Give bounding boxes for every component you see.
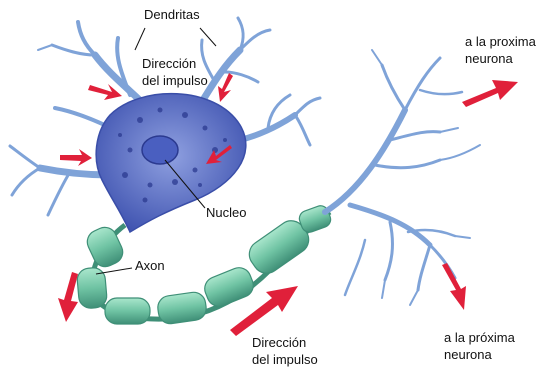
arrow-icon <box>88 84 122 100</box>
label-next-neuron-top-1: a la proxima <box>465 34 536 50</box>
label-impulse-direction-bottom-2: del impulso <box>252 352 318 368</box>
label-next-neuron-bottom-2: neurona <box>444 347 492 363</box>
arrow-icon <box>60 149 92 166</box>
label-impulse-direction-bottom-1: Dirección <box>252 335 306 351</box>
nucleus <box>142 136 178 164</box>
label-impulse-direction-top-2: del impulso <box>142 73 208 89</box>
axon-terminals <box>325 50 480 305</box>
arrow-icon <box>442 263 466 310</box>
myelin-sheath <box>76 204 333 326</box>
arrow-icon <box>462 80 518 107</box>
label-axon: Axon <box>135 258 165 274</box>
label-next-neuron-bottom-1: a la próxima <box>444 330 515 346</box>
label-next-neuron-top-2: neurona <box>465 51 513 67</box>
arrow-icon <box>58 272 78 322</box>
dendrites-pointer-left <box>135 28 145 50</box>
label-impulse-direction-top-1: Dirección <box>142 56 196 72</box>
label-dendrites: Dendritas <box>144 7 200 23</box>
label-nucleus: Nucleo <box>206 205 246 221</box>
